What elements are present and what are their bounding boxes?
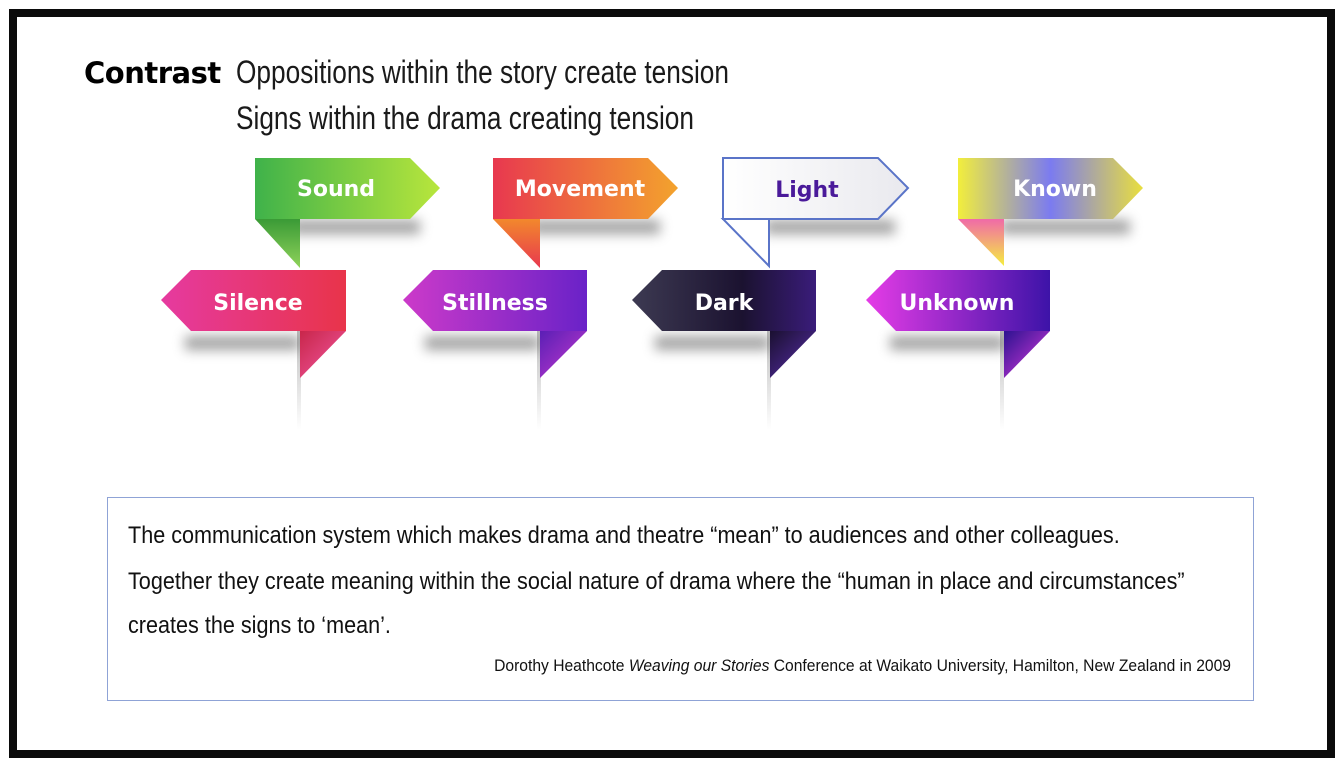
sign-label-dark: Dark xyxy=(695,291,755,316)
pole-shadow xyxy=(1000,330,1004,430)
sign-label-known: Known xyxy=(1013,177,1097,202)
pole-shadow xyxy=(537,330,541,430)
sign-stillness: Stillness xyxy=(403,270,587,378)
sign-label-silence: Silence xyxy=(213,291,302,316)
subtitle-line-1: Oppositions within the story create tens… xyxy=(236,54,729,90)
subtitle-line-2: Signs within the drama creating tension xyxy=(236,100,694,136)
pole-shadow xyxy=(767,330,771,430)
sign-sound: Sound xyxy=(255,158,440,268)
sign-silence: Silence xyxy=(161,270,346,378)
citation-details: Conference at Waikato University, Hamilt… xyxy=(773,656,1231,675)
sign-shadows xyxy=(185,220,1130,350)
quote-citation: Dorothy Heathcote Weaving our Stories Co… xyxy=(494,656,1231,676)
sign-label-movement: Movement xyxy=(515,177,646,202)
quote-box: The communication system which makes dra… xyxy=(107,497,1254,701)
sign-label-stillness: Stillness xyxy=(442,291,548,316)
sign-movement: Movement xyxy=(493,158,678,268)
slide-title: Contrast xyxy=(84,56,221,90)
citation-title: Weaving our Stories xyxy=(628,656,770,675)
sign-label-light: Light xyxy=(775,178,839,203)
pole-shadow xyxy=(297,330,301,430)
citation-author: Dorothy Heathcote xyxy=(494,656,625,675)
quote-line-3: creates the signs to ‘mean’. xyxy=(128,612,391,639)
quote-line-1: The communication system which makes dra… xyxy=(128,522,1120,549)
sign-unknown: Unknown xyxy=(866,270,1050,378)
sign-label-unknown: Unknown xyxy=(900,291,1015,316)
sign-known: Known xyxy=(958,158,1143,266)
sign-light: Light xyxy=(720,157,910,269)
quote-line-2: Together they create meaning within the … xyxy=(128,568,1185,595)
sign-label-sound: Sound xyxy=(297,177,375,202)
sign-dark: Dark xyxy=(632,270,816,378)
